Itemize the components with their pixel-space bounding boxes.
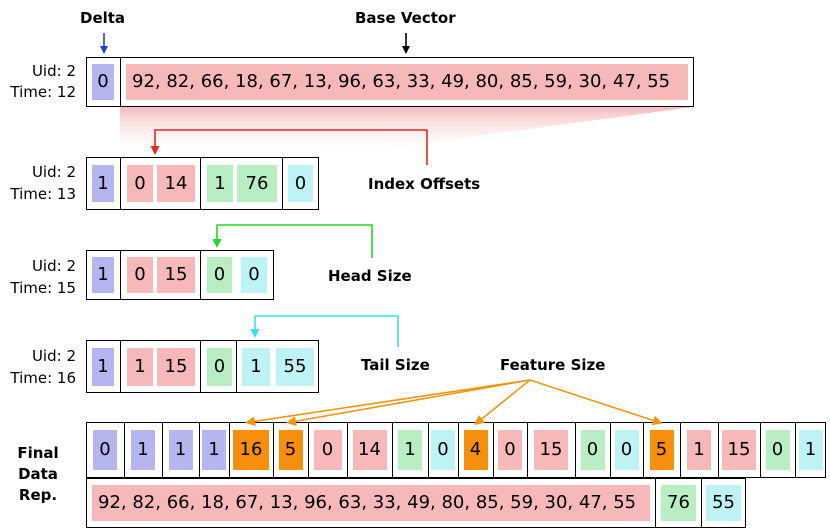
record-3-cell: 0 [207,257,232,293]
record-4-cell: 0 [207,348,232,386]
final-row1-box [86,422,826,478]
record-3-cell: 15 [157,257,195,293]
feature-size-label: Feature Size [500,356,606,374]
final-row1-divider [392,422,394,478]
final-row1-divider [493,422,495,478]
record-3-time: Time: 15 [10,279,76,297]
record-3-cell: 0 [241,257,267,293]
record-2-divider [120,157,122,210]
final-row1-cell: 1 [398,430,422,470]
record-2-box [86,157,319,210]
final-row1-cell: 0 [93,430,117,470]
record-4-cell: 1 [92,348,114,386]
record-2-cell: 0 [288,165,313,202]
record-1-uid: Uid: 2 [31,62,76,80]
record-1-divider [120,57,122,107]
final-row1-divider [610,422,612,478]
final-row1-cell: 0 [614,430,639,470]
record-2-uid: Uid: 2 [31,163,76,181]
record-1-delta-cell: 0 [92,64,114,100]
final-row1-divider [273,422,275,478]
final-label-line2: Data [18,465,58,483]
final-row1-cell: 5 [649,430,674,470]
record-4-divider [200,340,202,393]
final-row1-divider [458,422,460,478]
record-2-divider [282,157,284,210]
final-row2-cell: 76 [661,485,696,521]
final-row1-divider [527,422,529,478]
final-row1-cell: 1 [168,430,193,470]
record-4-cell: 1 [127,348,153,386]
final-row1-cell: 0 [580,430,605,470]
final-row1-divider [229,422,231,478]
final-row1-divider [643,422,645,478]
tail-size-label: Tail Size [361,356,430,374]
record-3-divider [120,250,122,300]
final-row1-divider [575,422,577,478]
final-label-line3: Rep. [18,486,58,504]
record-2-cell: 1 [207,165,233,202]
final-row1-divider [428,422,430,478]
record-1-base-vector-cell: 92, 82, 66, 18, 67, 13, 96, 63, 33, 49, … [126,64,688,100]
base-vector-fan [120,107,694,157]
final-row1-cell: 16 [233,430,269,470]
final-row1-cell: 5 [278,430,303,470]
final-row1-cell: 1 [131,430,155,470]
final-row1-divider [347,422,349,478]
final-row1-divider [162,422,164,478]
record-3-uid: Uid: 2 [31,257,76,275]
feature-size-arrow-5a [286,379,531,427]
record-4-divider [236,340,238,393]
final-label-line1: Final [17,444,59,462]
record-4-time: Time: 16 [10,369,76,387]
final-row1-cell: 0 [313,430,342,470]
record-4-cell: 1 [242,348,270,386]
record-2-cell: 14 [157,165,195,202]
final-row1-cell: 1 [798,430,823,470]
final-row1-cell: 0 [431,430,455,470]
final-row1-cell: 14 [352,430,387,470]
final-row1-divider [199,422,201,478]
record-3-divider [200,250,202,300]
record-2-cell: 1 [92,165,114,202]
feature-size-arrow-5b [529,379,663,426]
record-2-cell: 0 [127,165,153,202]
final-row1-cell: 4 [463,430,488,470]
record-2-time: Time: 13 [10,185,76,203]
final-row1-divider [760,422,762,478]
record-3-cell: 1 [92,257,114,293]
record-3-cell: 0 [127,257,153,293]
final-row1-cell: 15 [534,430,568,470]
feature-size-arrow-4 [474,379,531,426]
final-row1-divider [308,422,310,478]
delta-label: Delta [80,9,126,27]
final-base-vector-cell: 92, 82, 66, 18, 67, 13, 96, 63, 33, 49, … [92,485,650,521]
final-row1-cell: 0 [765,430,790,470]
index-offsets-label: Index Offsets [368,175,481,193]
record-4-cell: 55 [276,348,314,386]
final-row1-cell: 0 [498,430,522,470]
record-1-time: Time: 12 [10,83,76,101]
base-vector-label: Base Vector [355,9,456,27]
final-row1-cell: 1 [687,430,711,470]
record-4-cell: 15 [157,348,195,386]
final-row1-cell: 1 [202,430,226,470]
final-row2-divider [701,478,703,528]
head-size-label: Head Size [328,267,412,285]
record-2-cell: 76 [237,165,277,202]
final-row1-divider [718,422,720,478]
record-4-uid: Uid: 2 [31,347,76,365]
record-4-divider [120,340,122,393]
final-row1-divider [124,422,126,478]
final-row1-divider [680,422,682,478]
final-row2-divider [655,478,657,528]
record-2-divider [200,157,202,210]
final-row2-cell: 55 [706,485,741,521]
final-row1-cell: 15 [722,430,756,470]
final-row1-divider [795,422,797,478]
